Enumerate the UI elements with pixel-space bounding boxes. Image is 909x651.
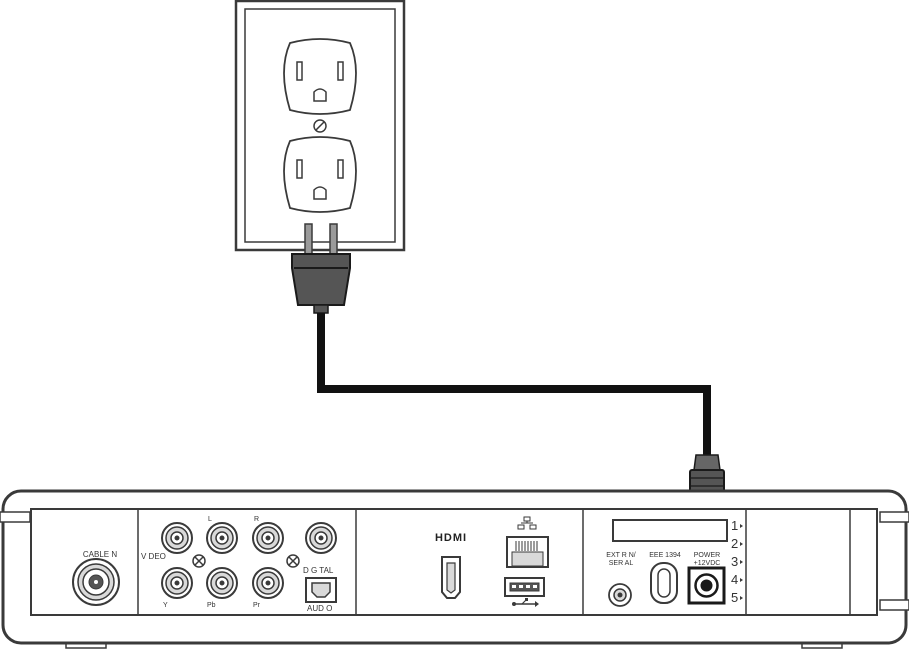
pb-rca-port: [206, 567, 238, 599]
hdmi-port: [441, 556, 461, 599]
coax-input-icon: [72, 558, 120, 606]
rca-port-group: [161, 522, 337, 599]
y-label: Y: [163, 602, 168, 609]
callout-5: 5: [731, 590, 738, 605]
callout-4: 4: [731, 572, 738, 587]
audio-label: AUD O: [307, 604, 332, 613]
audio-r-label: R: [254, 516, 259, 523]
power-cable: [317, 313, 711, 455]
ieee-1394-port: [650, 562, 678, 604]
card-slot: [612, 519, 728, 542]
callout-2: 2: [731, 536, 738, 551]
ethernet-port-icon: [506, 516, 549, 568]
power-plug-icon: [291, 223, 351, 314]
power-label: POWER: [694, 552, 720, 559]
power-voltage-label: +12VDC: [694, 560, 721, 567]
cable-in-label: CABLE N: [83, 550, 117, 559]
ieee-1394-label: EEE 1394: [649, 552, 681, 559]
usb-icon: [504, 577, 545, 607]
ext-ir-label-2: SER AL: [609, 560, 634, 567]
pr-label: Pr: [253, 602, 261, 609]
power-input-jack: [687, 566, 726, 605]
digital-label: D G TAL: [303, 566, 334, 575]
video-rca-port: [161, 522, 193, 554]
optical-audio-port: [305, 577, 337, 603]
ext-ir-label-1: EXT R N/: [606, 552, 635, 559]
ext-ir-serial-jack: [608, 583, 632, 607]
audio-l-rca-port: [206, 522, 238, 554]
screw-icon: [192, 554, 206, 568]
audio-r-rca-port: [252, 522, 284, 554]
screw-icon: [286, 554, 300, 568]
wall-outlet-icon: [234, 0, 406, 252]
pr-rca-port: [252, 567, 284, 599]
callout-numbers: 1 2 3 4 5: [731, 518, 743, 605]
y-rca-port: [161, 567, 193, 599]
callout-3: 3: [731, 554, 738, 569]
audio-l-label: L: [208, 516, 212, 523]
callout-1: 1: [731, 518, 738, 533]
video-label: V DEO: [141, 552, 166, 561]
hdmi-logo: HDMI: [435, 532, 467, 544]
pb-label: Pb: [207, 602, 216, 609]
digital-coax-rca-port: [305, 522, 337, 554]
